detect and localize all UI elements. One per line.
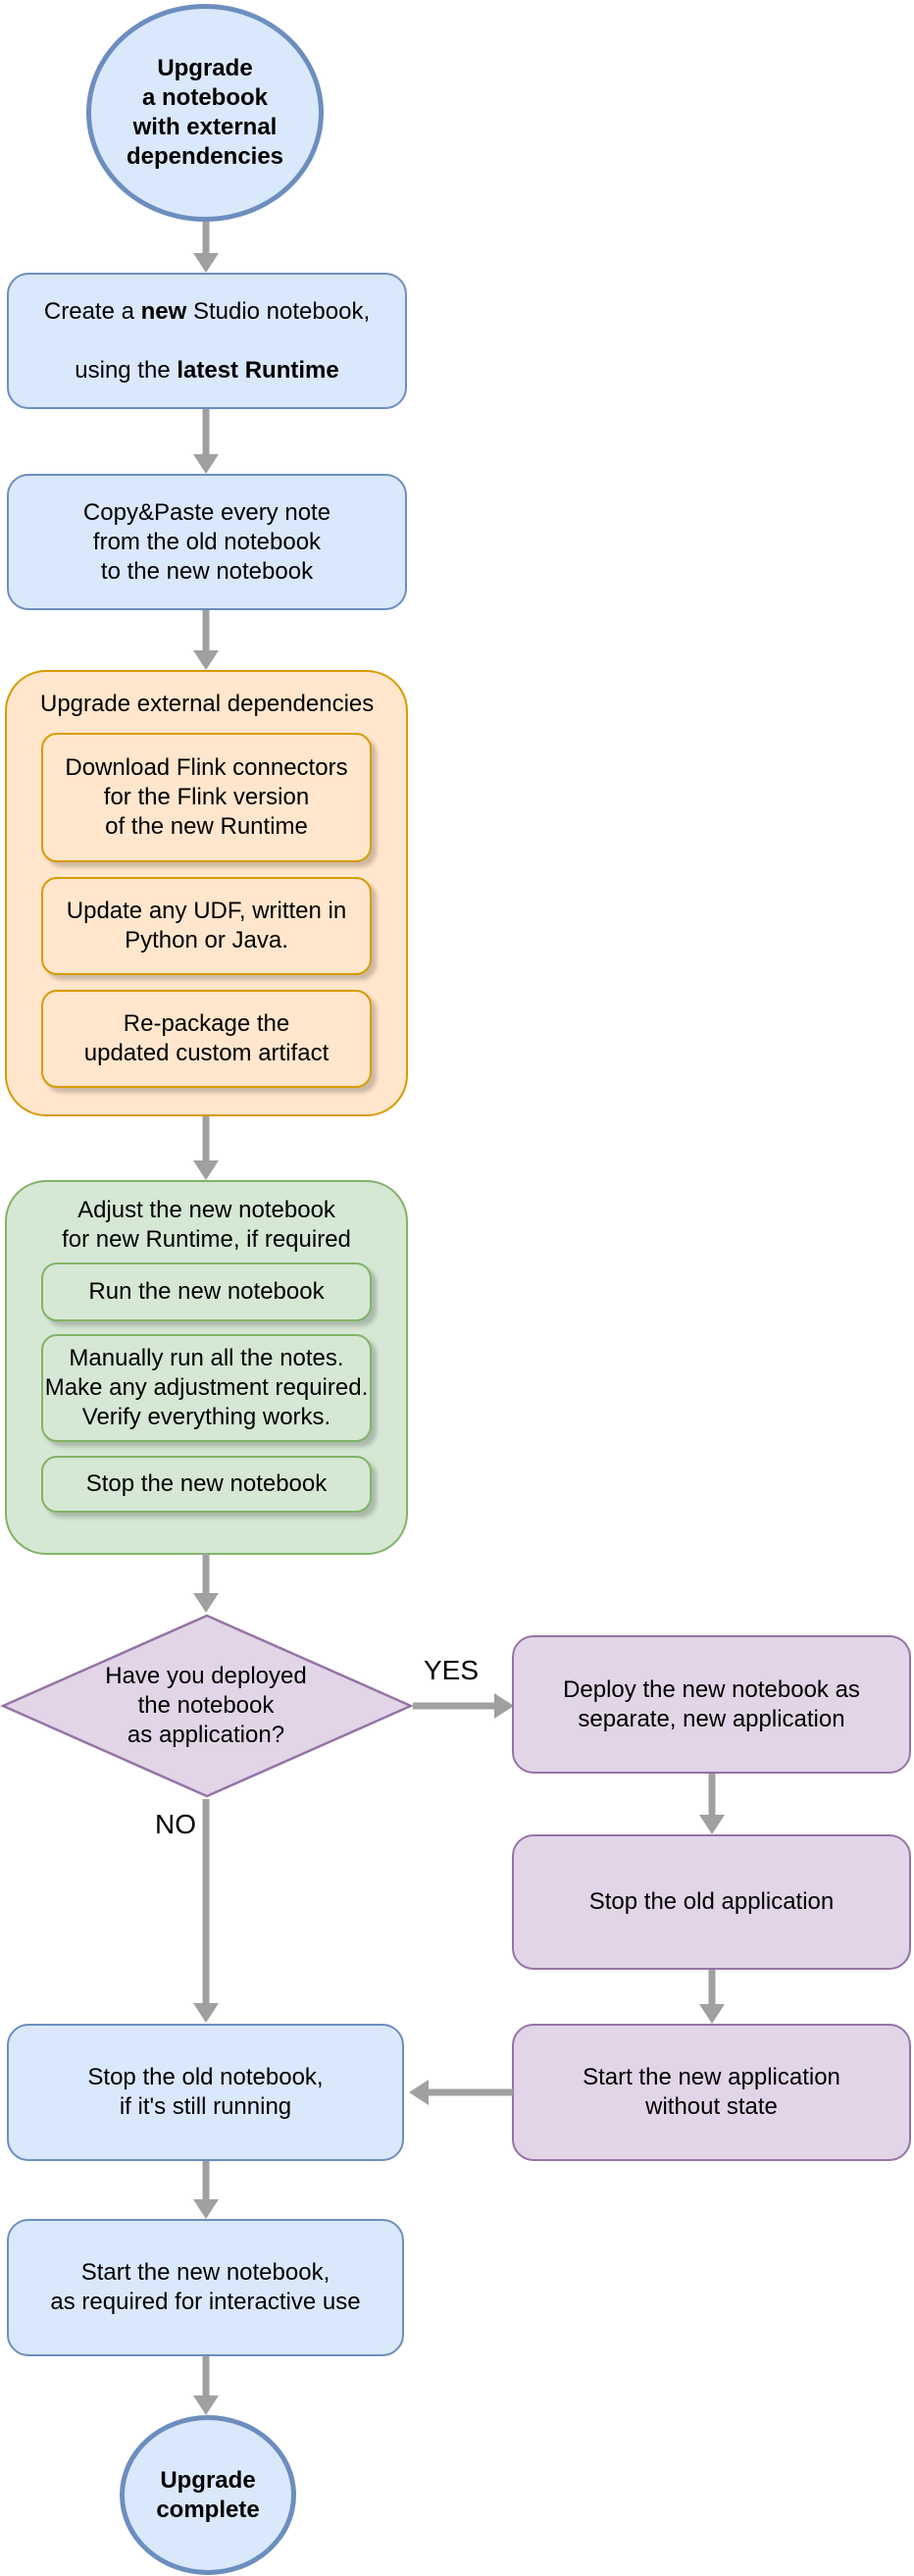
step-stop-old-notebook-label: Stop the old notebook, if it's still run… [87,2064,324,2120]
step-create-notebook: Create a new Studio notebook, using the … [7,273,407,409]
substep-repackage-artifact: Re-package the updated custom artifact [41,990,372,1088]
step-copy-paste-notes: Copy&Paste every note from the old noteb… [7,474,407,610]
group-upgrade-dependencies-title: Upgrade external dependencies [40,691,375,717]
step-stop-old-notebook: Stop the old notebook, if it's still run… [7,2024,404,2161]
edge-label-no: NO [155,1809,196,1839]
arrow-shaft [202,1116,210,1162]
step-deploy-application: Deploy the new notebook as separate, new… [512,1635,911,1774]
arrow-start-notebook-to-end [193,2356,219,2415]
arrow-start-application-to-stop-notebook [409,2080,513,2105]
arrow-copy-to-upgrade-deps [193,610,219,670]
end-label: Upgrade complete [156,2466,260,2523]
line-1: Create a new Studio notebook, [44,297,370,327]
substep-update-udf: Update any UDF, written in Python or Jav… [41,877,372,975]
text-segment: Create a [43,297,141,325]
step-stop-old-application: Stop the old application [512,1834,911,1970]
decision-deployed-as-application: Have you deployed the notebook as applic… [44,1640,368,1772]
arrow-shaft [202,409,210,456]
arrow-head [409,2080,429,2105]
arrow-adjust-to-decision [193,1554,219,1613]
arrow-head [193,454,219,474]
step-create-notebook-label: Create a new Studio notebook, using the … [44,268,370,415]
step-stop-old-application-label: Stop the old application [588,1888,835,1915]
edge-label-yes: YES [423,1655,480,1685]
arrow-start-to-create [193,222,219,273]
text-segment-bold: latest Runtime [177,356,339,384]
text-segment-bold: new [140,297,187,325]
arrow-stop-application-to-start-application [699,1970,725,2024]
step-deploy-application-label: Deploy the new notebook as separate, new… [563,1675,860,1732]
text-segment: using the [75,356,178,384]
arrow-upgrade-deps-to-adjust [193,1116,219,1180]
substep-stop-new-notebook: Stop the new notebook [41,1456,372,1513]
arrow-shaft [427,2088,513,2096]
text-segment: Studio notebook, [186,297,371,325]
arrow-shaft [708,1970,716,2006]
arrow-head [193,1160,219,1180]
arrow-decision-yes-to-deploy [413,1693,514,1719]
arrow-head [193,2396,219,2415]
substep-run-notebook: Run the new notebook [41,1262,372,1321]
arrow-head [699,1815,725,1834]
arrow-create-to-copy [193,409,219,474]
start-label: Upgrade a notebook with external depende… [126,55,284,170]
arrow-shaft [708,1774,716,1817]
step-start-new-notebook-label: Start the new notebook, as required for … [50,2259,361,2315]
arrow-head [699,2004,725,2024]
arrow-deploy-to-stop-application [699,1774,725,1834]
step-start-new-application: Start the new application without state [512,2024,911,2161]
end-terminator: Upgrade complete [120,2415,296,2575]
arrow-head [494,1693,514,1719]
arrow-shaft [202,1799,210,2005]
arrow-shaft [202,610,210,652]
arrow-head [193,1593,219,1613]
arrow-shaft [202,2161,210,2201]
arrow-shaft [202,1554,210,1595]
group-adjust-notebook-title: Adjust the new notebook for new Runtime,… [62,1197,351,1253]
substep-download-connectors: Download Flink connectors for the Flink … [41,733,372,862]
decision-label: Have you deployed the notebook as applic… [105,1663,307,1748]
arrow-shaft [202,2356,210,2397]
group-adjust-notebook: Adjust the new notebook for new Runtime,… [5,1180,408,1555]
step-copy-paste-notes-label: Copy&Paste every note from the old noteb… [82,498,331,585]
decision-diamond-shape [0,1614,414,1798]
arrow-decision-no-to-stop-notebook [193,1799,219,2023]
line-2: using the latest Runtime [44,356,370,386]
arrow-head [193,650,219,670]
group-upgrade-dependencies: Upgrade external dependencies Download F… [5,670,408,1116]
substep-manually-run-notes: Manually run all the notes. Make any adj… [41,1334,372,1442]
arrow-head [193,253,219,273]
arrow-shaft [413,1702,496,1710]
step-start-new-application-label: Start the new application without state [583,2064,840,2120]
arrow-head [193,2003,219,2023]
arrow-head [193,2199,219,2219]
arrow-shaft [202,222,210,255]
arrow-stop-notebook-to-start-notebook [193,2161,219,2219]
diamond-polygon [0,1614,414,1798]
step-start-new-notebook: Start the new notebook, as required for … [7,2219,404,2356]
start-terminator: Upgrade a notebook with external depende… [86,4,324,222]
